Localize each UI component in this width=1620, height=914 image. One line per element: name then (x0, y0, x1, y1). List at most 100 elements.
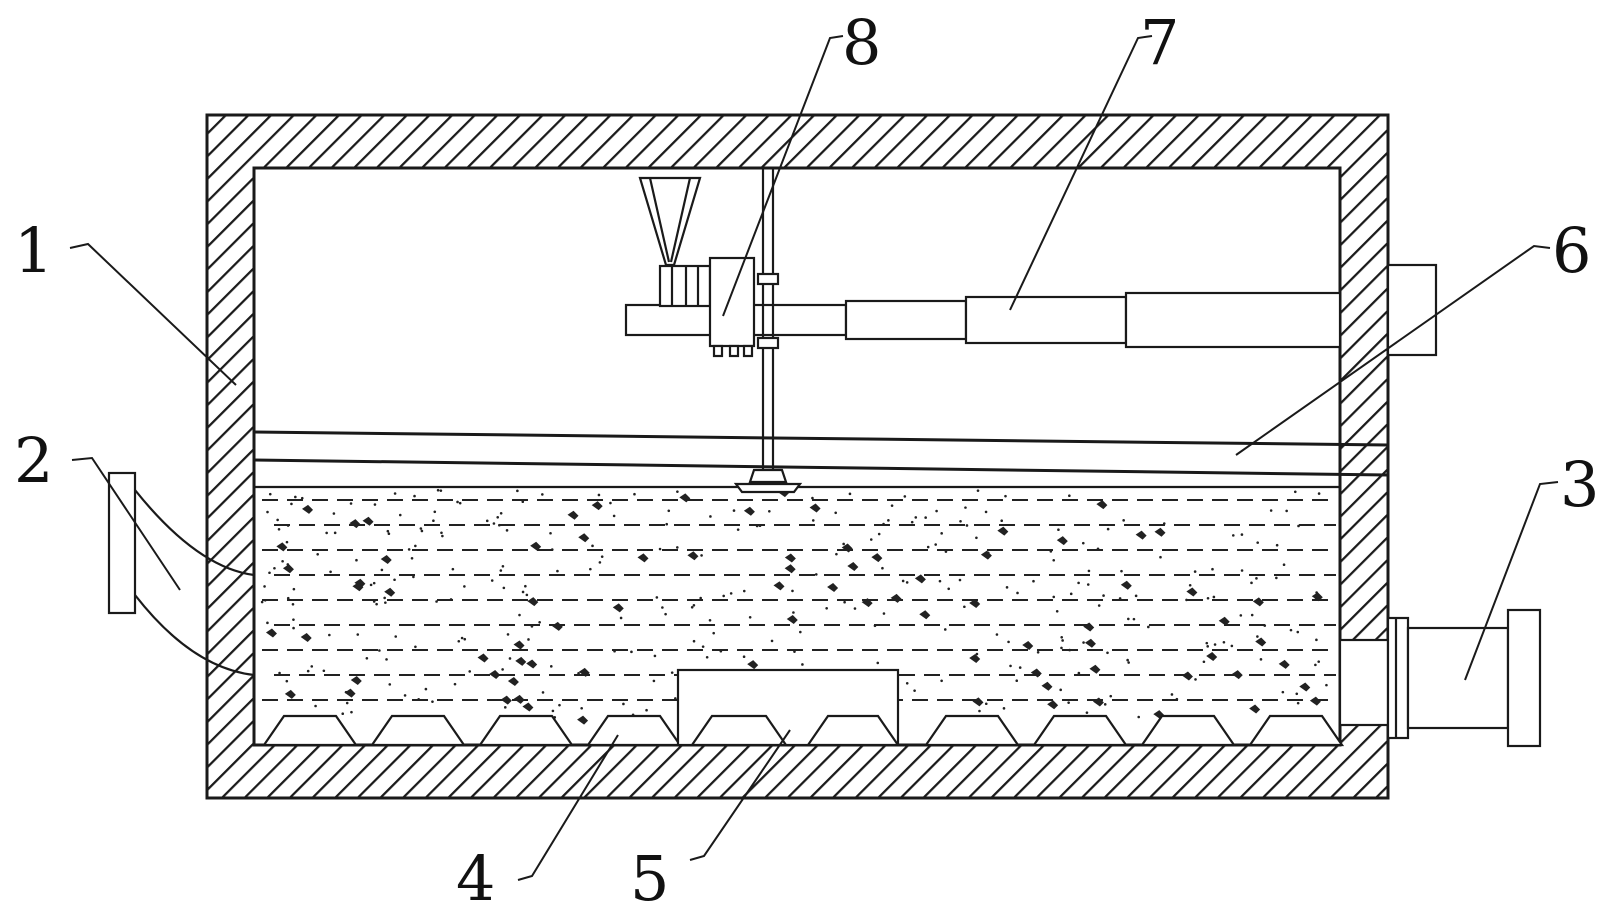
sediment-particle (435, 600, 438, 603)
sediment-particle (600, 555, 604, 558)
sediment-particle (349, 502, 353, 505)
sediment-particle (300, 496, 304, 500)
sediment-particle (876, 661, 880, 665)
sediment-particle (914, 516, 918, 519)
sediment-particle (1263, 624, 1267, 627)
sediment-particle (1250, 613, 1254, 617)
sediment-particle (281, 559, 284, 563)
sediment-particle (1102, 594, 1105, 597)
sediment-particle (419, 527, 423, 530)
sediment-particle (490, 579, 494, 582)
sediment-particle (784, 564, 796, 574)
sediment-particle (263, 585, 266, 588)
sediment-particle (1022, 640, 1034, 650)
sediment-particle (513, 694, 525, 704)
sediment-particle (441, 534, 444, 538)
sediment-particle (1147, 625, 1150, 629)
sediment-particle (414, 645, 417, 649)
sediment-particle (567, 510, 579, 520)
sediment-particle (1106, 527, 1110, 531)
sediment-particle (457, 639, 461, 643)
sediment-particle (1068, 494, 1071, 497)
sediment-particle (394, 635, 398, 638)
sediment-particle (1120, 580, 1132, 590)
sediment-particle (1211, 567, 1214, 571)
sediment-particle (1018, 666, 1022, 669)
sediment-particle (1032, 579, 1035, 583)
sediment-particle (786, 614, 798, 624)
sediment-particle (499, 511, 503, 515)
sediment-particle (1068, 648, 1071, 652)
sediment-particle (1285, 509, 1288, 513)
sediment-particle (341, 712, 345, 716)
sediment-particle (300, 632, 312, 642)
sediment-particle (1055, 609, 1059, 613)
sediment-particle (527, 597, 539, 607)
leader-6 (1235, 244, 1551, 456)
bottom-plate (585, 714, 683, 747)
outlet-pipe (1338, 608, 1542, 748)
sediment-particle (943, 628, 947, 631)
sediment-particle (463, 585, 466, 588)
sediment-particle (1269, 509, 1273, 512)
sediment-particle (890, 504, 894, 507)
sediment-particle (630, 650, 633, 654)
sediment-particle (1135, 530, 1147, 540)
sediment-particle (387, 532, 391, 535)
sediment-particle (1069, 592, 1073, 596)
inclined-rail (253, 430, 1389, 489)
sediment-particle (873, 624, 877, 628)
bottom-plate (1139, 714, 1237, 747)
sediment-particle (676, 490, 679, 493)
sediment-particle (792, 611, 795, 614)
sediment-particle (1085, 711, 1089, 714)
sediment-particle (1175, 697, 1179, 701)
sediment-particle (1059, 688, 1062, 692)
sediment-particle (997, 526, 1009, 536)
sediment-particle (515, 656, 527, 666)
sediment-particle (653, 654, 657, 658)
sediment-particle (350, 675, 362, 685)
sediment-particle (354, 578, 366, 588)
sediment-particle (712, 631, 715, 635)
sediment-particle (282, 564, 294, 574)
sediment-particle (352, 582, 364, 592)
sediment-particle (692, 603, 696, 607)
sediment-particle (1317, 492, 1321, 495)
sediment-particle (645, 708, 648, 712)
bottom-plate (477, 714, 575, 747)
leader-3 (1464, 481, 1559, 681)
sediment-particle (742, 655, 746, 659)
sediment-particle (1086, 583, 1090, 586)
sediment-particle (292, 618, 295, 621)
sediment-particle (1297, 524, 1300, 528)
sediment-particle (329, 570, 332, 574)
sediment-particle (332, 512, 336, 515)
sediment-particle (1126, 658, 1129, 662)
sediment-particle (1052, 558, 1056, 562)
sediment-particle (615, 606, 619, 610)
sediment-particle (1206, 652, 1218, 662)
sediment-particle (664, 612, 667, 616)
sediment-particle (521, 500, 525, 504)
label-2: 2 (14, 424, 53, 497)
sediment-particle (1202, 660, 1206, 664)
sediment-particle (538, 621, 541, 624)
sediment-particle (527, 638, 530, 641)
sediment-particle (385, 658, 388, 661)
sediment-particle (793, 650, 796, 653)
sediment-particle (439, 489, 443, 492)
sediment-particle (934, 543, 937, 546)
sediment-particle (1250, 581, 1253, 585)
sediment-particle (413, 494, 416, 498)
sediment-particle (1212, 595, 1216, 599)
sediment-particle (403, 694, 407, 697)
sediment-particle (871, 553, 883, 563)
sediment-particle (1296, 630, 1300, 634)
sediment-particle (1154, 527, 1166, 537)
sediment-particle (384, 601, 387, 604)
sediment-particle (355, 558, 358, 562)
sediment-particle (1036, 651, 1040, 654)
sediment-particle (964, 506, 967, 509)
sediment-particle (530, 541, 542, 551)
